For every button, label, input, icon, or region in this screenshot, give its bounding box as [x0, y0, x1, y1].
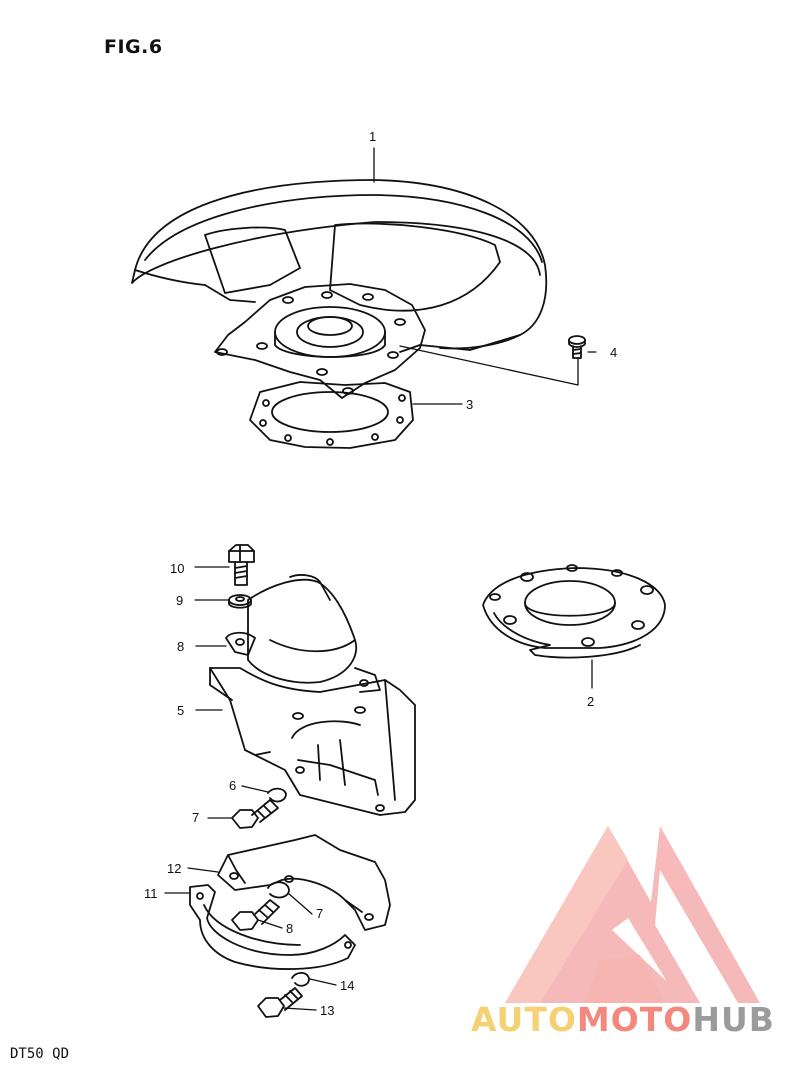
leader-lines — [164, 147, 597, 1011]
callout-14: 14 — [340, 978, 355, 993]
callout-12: 12 — [167, 861, 182, 876]
part-4-screw — [568, 335, 586, 359]
watermark-word-moto: MOTO — [576, 1000, 693, 1039]
part-1-flange — [214, 283, 426, 399]
callout-13: 13 — [320, 1003, 335, 1018]
watermark-wordmark: AUTOMOTOHUB — [471, 1000, 775, 1039]
part-7-lock-washer — [267, 881, 290, 899]
callout-2: 2 — [587, 694, 595, 709]
callout-3: 3 — [466, 397, 474, 412]
part-8-bolt — [231, 899, 280, 931]
part-5-bracket — [209, 667, 416, 816]
part-3-gasket — [249, 381, 414, 449]
figure-title: FIG.6 — [104, 36, 163, 58]
callout-7-upper: 7 — [192, 810, 200, 825]
model-code: DT50 QD — [10, 1046, 70, 1062]
part-6-lock-washer — [267, 787, 287, 803]
part-7-bolt — [231, 799, 279, 829]
callout-11: 11 — [144, 886, 158, 901]
part-8-mount-rubber — [225, 574, 381, 693]
callout-8-upper: 8 — [177, 639, 185, 654]
watermark-word-auto: AUTO — [471, 1000, 577, 1039]
part-11-clamp-half — [189, 884, 356, 970]
callout-5: 5 — [177, 703, 185, 718]
part-14-lock-washer — [291, 971, 310, 987]
watermark-word-hub: HUB — [692, 1000, 775, 1039]
callout-7-lower: 7 — [316, 906, 324, 921]
callout-8-lower: 8 — [286, 921, 294, 936]
part-13-bolt — [257, 987, 303, 1018]
callout-9: 9 — [176, 593, 184, 608]
part-10-bolt — [228, 544, 255, 586]
callout-6: 6 — [229, 778, 237, 793]
watermark-logo-icon — [505, 826, 760, 1003]
part-12-clamp-half — [217, 834, 391, 931]
callout-4: 4 — [610, 345, 618, 360]
callout-10: 10 — [170, 561, 185, 576]
part-2-seat-ring — [482, 564, 666, 659]
callout-1: 1 — [369, 129, 377, 144]
part-1-cover — [131, 179, 548, 353]
